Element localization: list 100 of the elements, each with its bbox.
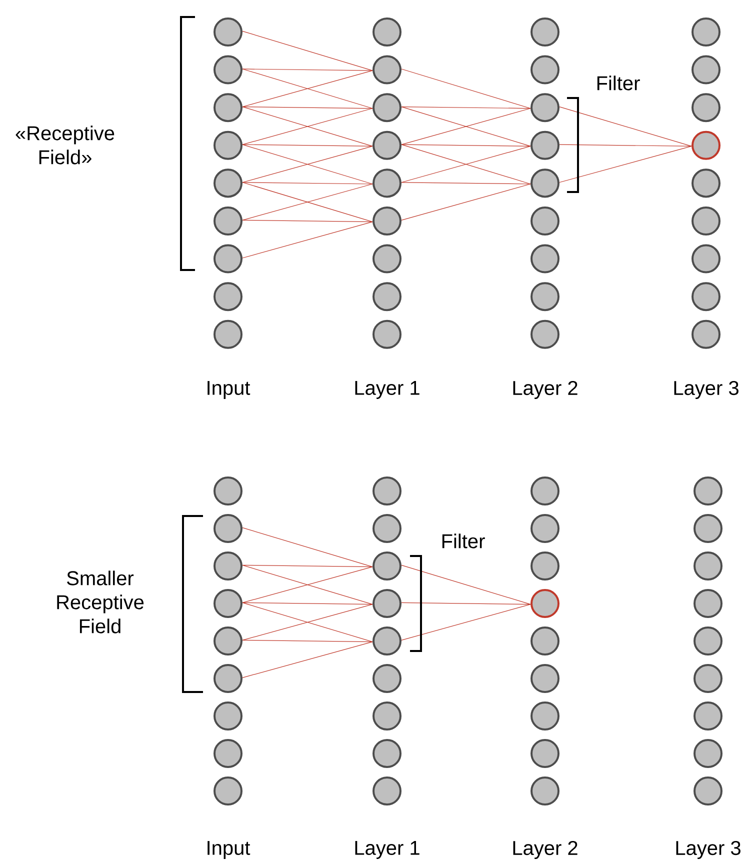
text-label: Layer 2 (513, 840, 578, 860)
text-label: Layer 3 (674, 380, 738, 400)
neuron-circle (214, 739, 242, 768)
neuron-circle (530, 589, 560, 618)
connection-line (242, 527, 373, 568)
text-label: «Receptive Field» (16, 126, 114, 164)
neuron-circle (694, 626, 722, 656)
neuron-circle (214, 282, 242, 312)
connection-line (401, 106, 531, 109)
neuron-circle (694, 664, 722, 693)
neuron-circle (692, 17, 720, 46)
neuron-circle (530, 168, 560, 198)
connection-line (242, 642, 373, 678)
connection-line (401, 564, 531, 605)
neuron-circle (530, 776, 560, 806)
text-label: Layer 2 (513, 380, 578, 400)
text-label: Smaller Receptive Field (57, 570, 144, 634)
neuron-circle (214, 93, 242, 122)
neuron-circle (372, 130, 402, 160)
neuron-circle (372, 282, 402, 312)
neuron-circle (372, 17, 402, 46)
text-label: Input (208, 841, 250, 859)
connection-line (401, 604, 531, 640)
connection-line (559, 106, 692, 146)
text-label: Filter (597, 76, 640, 90)
neuron-circle (372, 626, 402, 656)
neuron-circle (530, 244, 560, 274)
connection-line (401, 68, 531, 109)
neuron-circle (214, 168, 242, 198)
neuron-circle (530, 93, 560, 122)
neuron-circle (372, 476, 402, 506)
text-label: Layer 3 (676, 840, 740, 860)
neuron-circle (214, 206, 242, 236)
neuron-circle (214, 320, 242, 349)
connection-line (242, 68, 373, 71)
connection-line (401, 182, 531, 184)
neuron-circle (214, 776, 242, 806)
neuron-circle (372, 168, 402, 198)
neuron-circle (694, 552, 722, 580)
neuron-circle (530, 206, 560, 236)
neuron-circle (372, 776, 402, 806)
neuron-circle (372, 702, 402, 730)
neuron-circle (692, 244, 720, 274)
text-label: Layer 1 (355, 841, 420, 859)
connection-line (401, 602, 531, 605)
connection-line (242, 220, 373, 222)
neuron-circle (692, 168, 720, 198)
neuron-circle (372, 589, 402, 618)
neuron-circle (694, 776, 722, 806)
neuron-circle (530, 626, 560, 656)
neuron-circle (692, 55, 720, 84)
connection-line (242, 564, 373, 568)
neuron-circle (372, 320, 402, 349)
text-label: Input (208, 381, 250, 399)
neuron-circle (214, 476, 242, 506)
connection-line (559, 144, 692, 146)
neuron-circle (692, 320, 720, 349)
neuron-circle (530, 320, 560, 349)
neuron-circle (530, 476, 560, 506)
neuron-circle (214, 552, 242, 580)
neuron-circle (530, 55, 560, 84)
neuron-circle (692, 130, 720, 160)
neuron-circle (372, 55, 402, 84)
neuron-circle (372, 93, 402, 122)
neuron-circle (694, 589, 722, 618)
neuron-circle (694, 702, 722, 730)
neuron-circle (372, 206, 402, 236)
neuron-circle (694, 514, 722, 543)
neuron-circle (372, 739, 402, 768)
connection-line (401, 184, 531, 220)
neuron-circle (692, 206, 720, 236)
neuron-circle (214, 702, 242, 730)
neuron-circle (214, 17, 242, 46)
connection-line (242, 221, 373, 258)
neuron-circle (214, 589, 242, 618)
neuron-circle (214, 130, 242, 160)
text-label: Layer 1 (355, 381, 420, 399)
neuron-circle (372, 514, 402, 543)
neuron-circle (530, 739, 560, 768)
neuron-circle (530, 17, 560, 46)
neuron-circle (692, 282, 720, 312)
connection-line (242, 602, 373, 605)
neuron-circle (530, 552, 560, 580)
connection-line (242, 144, 373, 146)
text-label: Filter (442, 534, 485, 548)
neuron-circle (530, 514, 560, 543)
neuron-circle (530, 282, 560, 312)
connection-line (559, 146, 692, 183)
neuron-circle (530, 702, 560, 730)
connection-line (242, 182, 373, 184)
neuron-circle (692, 93, 720, 122)
connection-line (242, 30, 373, 71)
neuron-circle (372, 552, 402, 580)
connection-line (242, 106, 373, 109)
neuron-circle (214, 55, 242, 84)
neuron-circle (372, 244, 402, 274)
neuron-circle (694, 739, 722, 768)
neuron-circle (214, 664, 242, 693)
neuron-circle (530, 664, 560, 693)
neuron-circle (214, 244, 242, 274)
